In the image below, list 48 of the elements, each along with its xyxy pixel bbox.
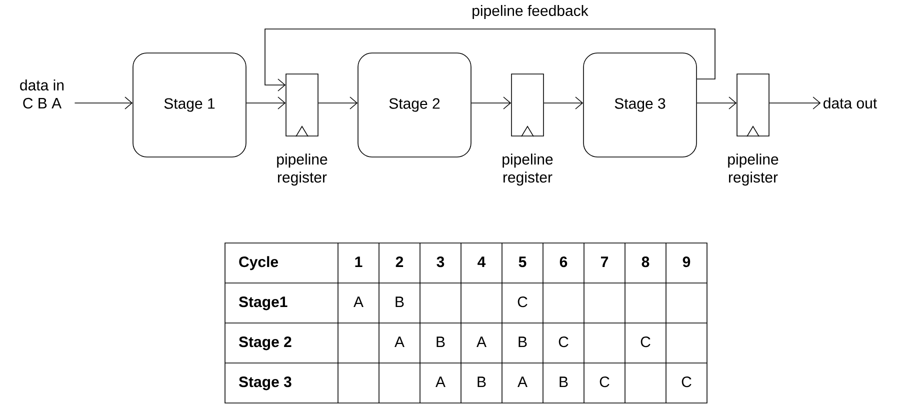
row-header: Stage 2 — [238, 336, 292, 350]
register-label: pipeline register — [728, 154, 778, 186]
column-header: 1 — [355, 256, 362, 267]
row-header: Cycle — [239, 256, 278, 270]
table-cell-text: B — [436, 336, 445, 347]
column-header: 4 — [478, 256, 486, 267]
column-header: 8 — [642, 256, 650, 268]
row-header: Stage 3 — [238, 376, 292, 390]
arrow — [544, 96, 584, 110]
table-cell-text: A — [394, 336, 404, 347]
column-header: 7 — [600, 256, 608, 267]
arrow — [696, 96, 737, 110]
table-cell-text: A — [354, 296, 364, 307]
table-cell-text: B — [396, 296, 404, 307]
table-cell-text: A — [518, 376, 528, 387]
column-header: 2 — [396, 256, 404, 267]
table-cell-text: B — [560, 376, 568, 387]
arrow — [74, 96, 133, 110]
arrow — [246, 96, 286, 110]
table-cell-text: C — [558, 336, 568, 348]
register-label: pipeline register — [277, 154, 328, 186]
arrow — [769, 96, 821, 110]
stage-box: Stage 1 — [132, 52, 246, 158]
pipeline-register — [736, 74, 770, 137]
table-cell-text: A — [476, 336, 486, 347]
table-cell-text: C — [682, 376, 692, 388]
column-header: 9 — [682, 256, 690, 268]
stage-box: Stage 2 — [358, 52, 472, 158]
pipeline-register — [511, 74, 544, 137]
arrow — [471, 96, 512, 110]
table-cell-text: A — [436, 376, 446, 387]
row-header: Stage1 — [238, 296, 288, 310]
arrow — [318, 96, 358, 110]
column-header: 6 — [560, 256, 568, 268]
arrow — [264, 28, 716, 92]
table-cell-text: B — [518, 336, 527, 347]
column-header: 3 — [436, 256, 444, 268]
table-cell-text: C — [600, 376, 610, 388]
register-label: pipeline register — [502, 154, 553, 186]
pipeline-register — [286, 74, 318, 137]
io-label: data out — [824, 98, 877, 108]
io-label: data in C B A — [20, 80, 64, 108]
table-cell-text: C — [518, 296, 528, 308]
edge-label: pipeline feedback — [470, 4, 590, 20]
table-cell-text: B — [478, 376, 486, 387]
table-cell-text: C — [640, 336, 650, 348]
stage-box: Stage 3 — [583, 52, 697, 158]
column-header: 5 — [518, 256, 526, 268]
